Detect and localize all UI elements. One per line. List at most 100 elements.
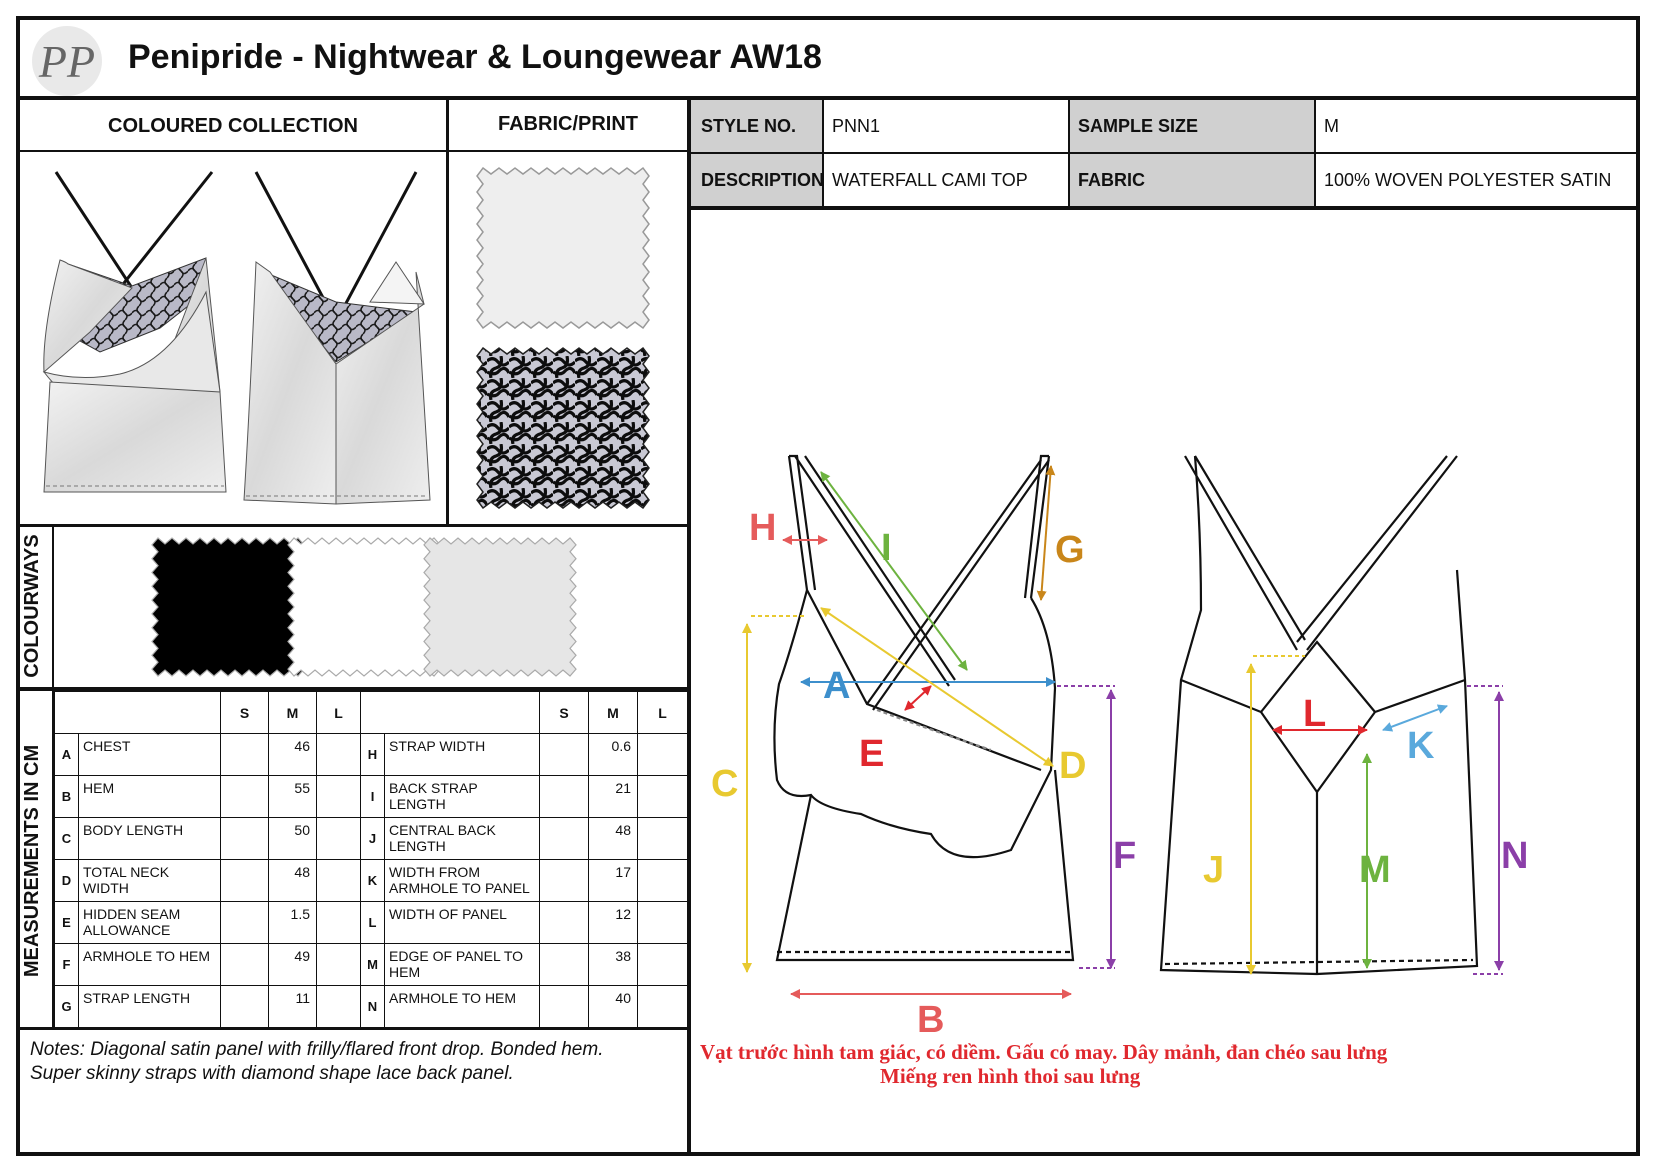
measure-letter-e: E: [54, 901, 79, 944]
divider: [20, 687, 687, 691]
dimension-arrow-e: [904, 685, 932, 711]
coloured-collection-title: COLOURED COLLECTION: [108, 115, 358, 137]
value-s: [220, 901, 269, 944]
value-l: [637, 985, 688, 1028]
sample-size-label: SAMPLE SIZE: [1068, 100, 1314, 152]
header-divider: [20, 96, 1640, 100]
measure-name: WIDTH FROM ARMHOLE TO PANEL: [384, 859, 540, 902]
measure-name: WIDTH OF PANEL: [384, 901, 540, 944]
measure-name: STRAP LENGTH: [78, 985, 221, 1028]
size-header-s: S: [220, 691, 269, 734]
size-header-m: M: [268, 691, 317, 734]
measure-name: EDGE OF PANEL TO HEM: [384, 943, 540, 986]
value-s: [539, 775, 589, 818]
value-l: [637, 901, 688, 944]
measure-name: BACK STRAP LENGTH: [384, 775, 540, 818]
measure-letter-c: C: [54, 817, 79, 860]
value-s: [220, 985, 269, 1028]
dim-label-l: L: [1303, 693, 1326, 735]
measure-letter-i: I: [360, 775, 385, 818]
value-l: [316, 817, 361, 860]
measure-name: ARMHOLE TO HEM: [384, 985, 540, 1028]
value-m: 46: [268, 733, 317, 776]
dim-label-a: A: [823, 665, 850, 707]
dim-label-m: M: [1359, 849, 1391, 891]
fabric-label: FABRIC: [1068, 154, 1314, 206]
sample-size-value: M: [1324, 115, 1339, 136]
value-m: 48: [268, 859, 317, 902]
measure-letter-n: N: [360, 985, 385, 1028]
dimension-arrow-k: [1382, 704, 1448, 732]
brand-logo: PP: [32, 26, 102, 96]
dim-label-f: F: [1113, 835, 1136, 877]
dimension-lines: [742, 465, 1504, 999]
description-value: WATERFALL CAMI TOP: [832, 169, 1028, 190]
dim-label-n: N: [1501, 835, 1528, 877]
measure-letter-a: A: [54, 733, 79, 776]
divider: [446, 100, 449, 524]
value-m: 21: [588, 775, 638, 818]
size-header-l: L: [637, 691, 688, 734]
colourway-swatches: [151, 536, 577, 677]
value-s: [220, 733, 269, 776]
colourway-swatch: [151, 536, 305, 677]
dimension-arrow-i: [820, 471, 968, 671]
notes-line-1: Notes: Diagonal satin panel with frilly/…: [30, 1039, 604, 1060]
value-l: [637, 817, 688, 860]
back-flat: [1159, 455, 1479, 976]
divider: [20, 1027, 687, 1030]
value-s: [539, 817, 589, 860]
measure-letter-h: H: [360, 733, 385, 776]
value-s: [539, 901, 589, 944]
measure-name: TOTAL NECK WIDTH: [78, 859, 221, 902]
size-header-m: M: [588, 691, 638, 734]
measure-letter-d: D: [54, 859, 79, 902]
notes-line-2: Super skinny straps with diamond shape l…: [30, 1063, 514, 1084]
coloured-collection-illustration: [42, 171, 431, 505]
measure-name: BODY LENGTH: [78, 817, 221, 860]
dim-label-d: D: [1059, 745, 1086, 787]
colourway-swatch: [423, 536, 577, 677]
value-m: 50: [268, 817, 317, 860]
size-header-s: S: [539, 691, 589, 734]
divider: [691, 152, 1640, 154]
value-m: 49: [268, 943, 317, 986]
fabric-swatches: [476, 166, 650, 510]
measure-letter-f: F: [54, 943, 79, 986]
front-garment: [42, 171, 227, 493]
style-no-value: PNN1: [832, 115, 881, 136]
value-l: [316, 733, 361, 776]
dim-label-b: B: [917, 999, 944, 1041]
value-l: [316, 859, 361, 902]
tech-pack-sheet: PP Penipride - Nightwear & Loungewear AW…: [16, 16, 1640, 1156]
value-m: 55: [268, 775, 317, 818]
value-m: 17: [588, 859, 638, 902]
measure-letter-m: M: [360, 943, 385, 986]
value-s: [539, 985, 589, 1028]
fabric-value: 100% WOVEN POLYESTER SATIN: [1324, 170, 1612, 190]
measure-letter-j: J: [360, 817, 385, 860]
value-m: 38: [588, 943, 638, 986]
divider: [20, 150, 687, 152]
measure-letter-k: K: [360, 859, 385, 902]
fabric-print-title: FABRIC/PRINT: [498, 113, 638, 135]
size-header-l: L: [316, 691, 361, 734]
value-s: [220, 817, 269, 860]
value-l: [316, 985, 361, 1028]
dim-label-j: J: [1203, 849, 1224, 891]
value-s: [539, 943, 589, 986]
value-l: [316, 775, 361, 818]
satin-swatch: [476, 166, 650, 330]
divider: [20, 524, 687, 527]
dim-label-g: G: [1055, 529, 1085, 571]
measure-name: HEM: [78, 775, 221, 818]
measurement-diagram: H I G A E D C F B L K J M N: [711, 454, 1528, 1041]
header-blank: [54, 691, 221, 734]
dim-label-h: H: [749, 507, 776, 549]
value-m: 1.5: [268, 901, 317, 944]
